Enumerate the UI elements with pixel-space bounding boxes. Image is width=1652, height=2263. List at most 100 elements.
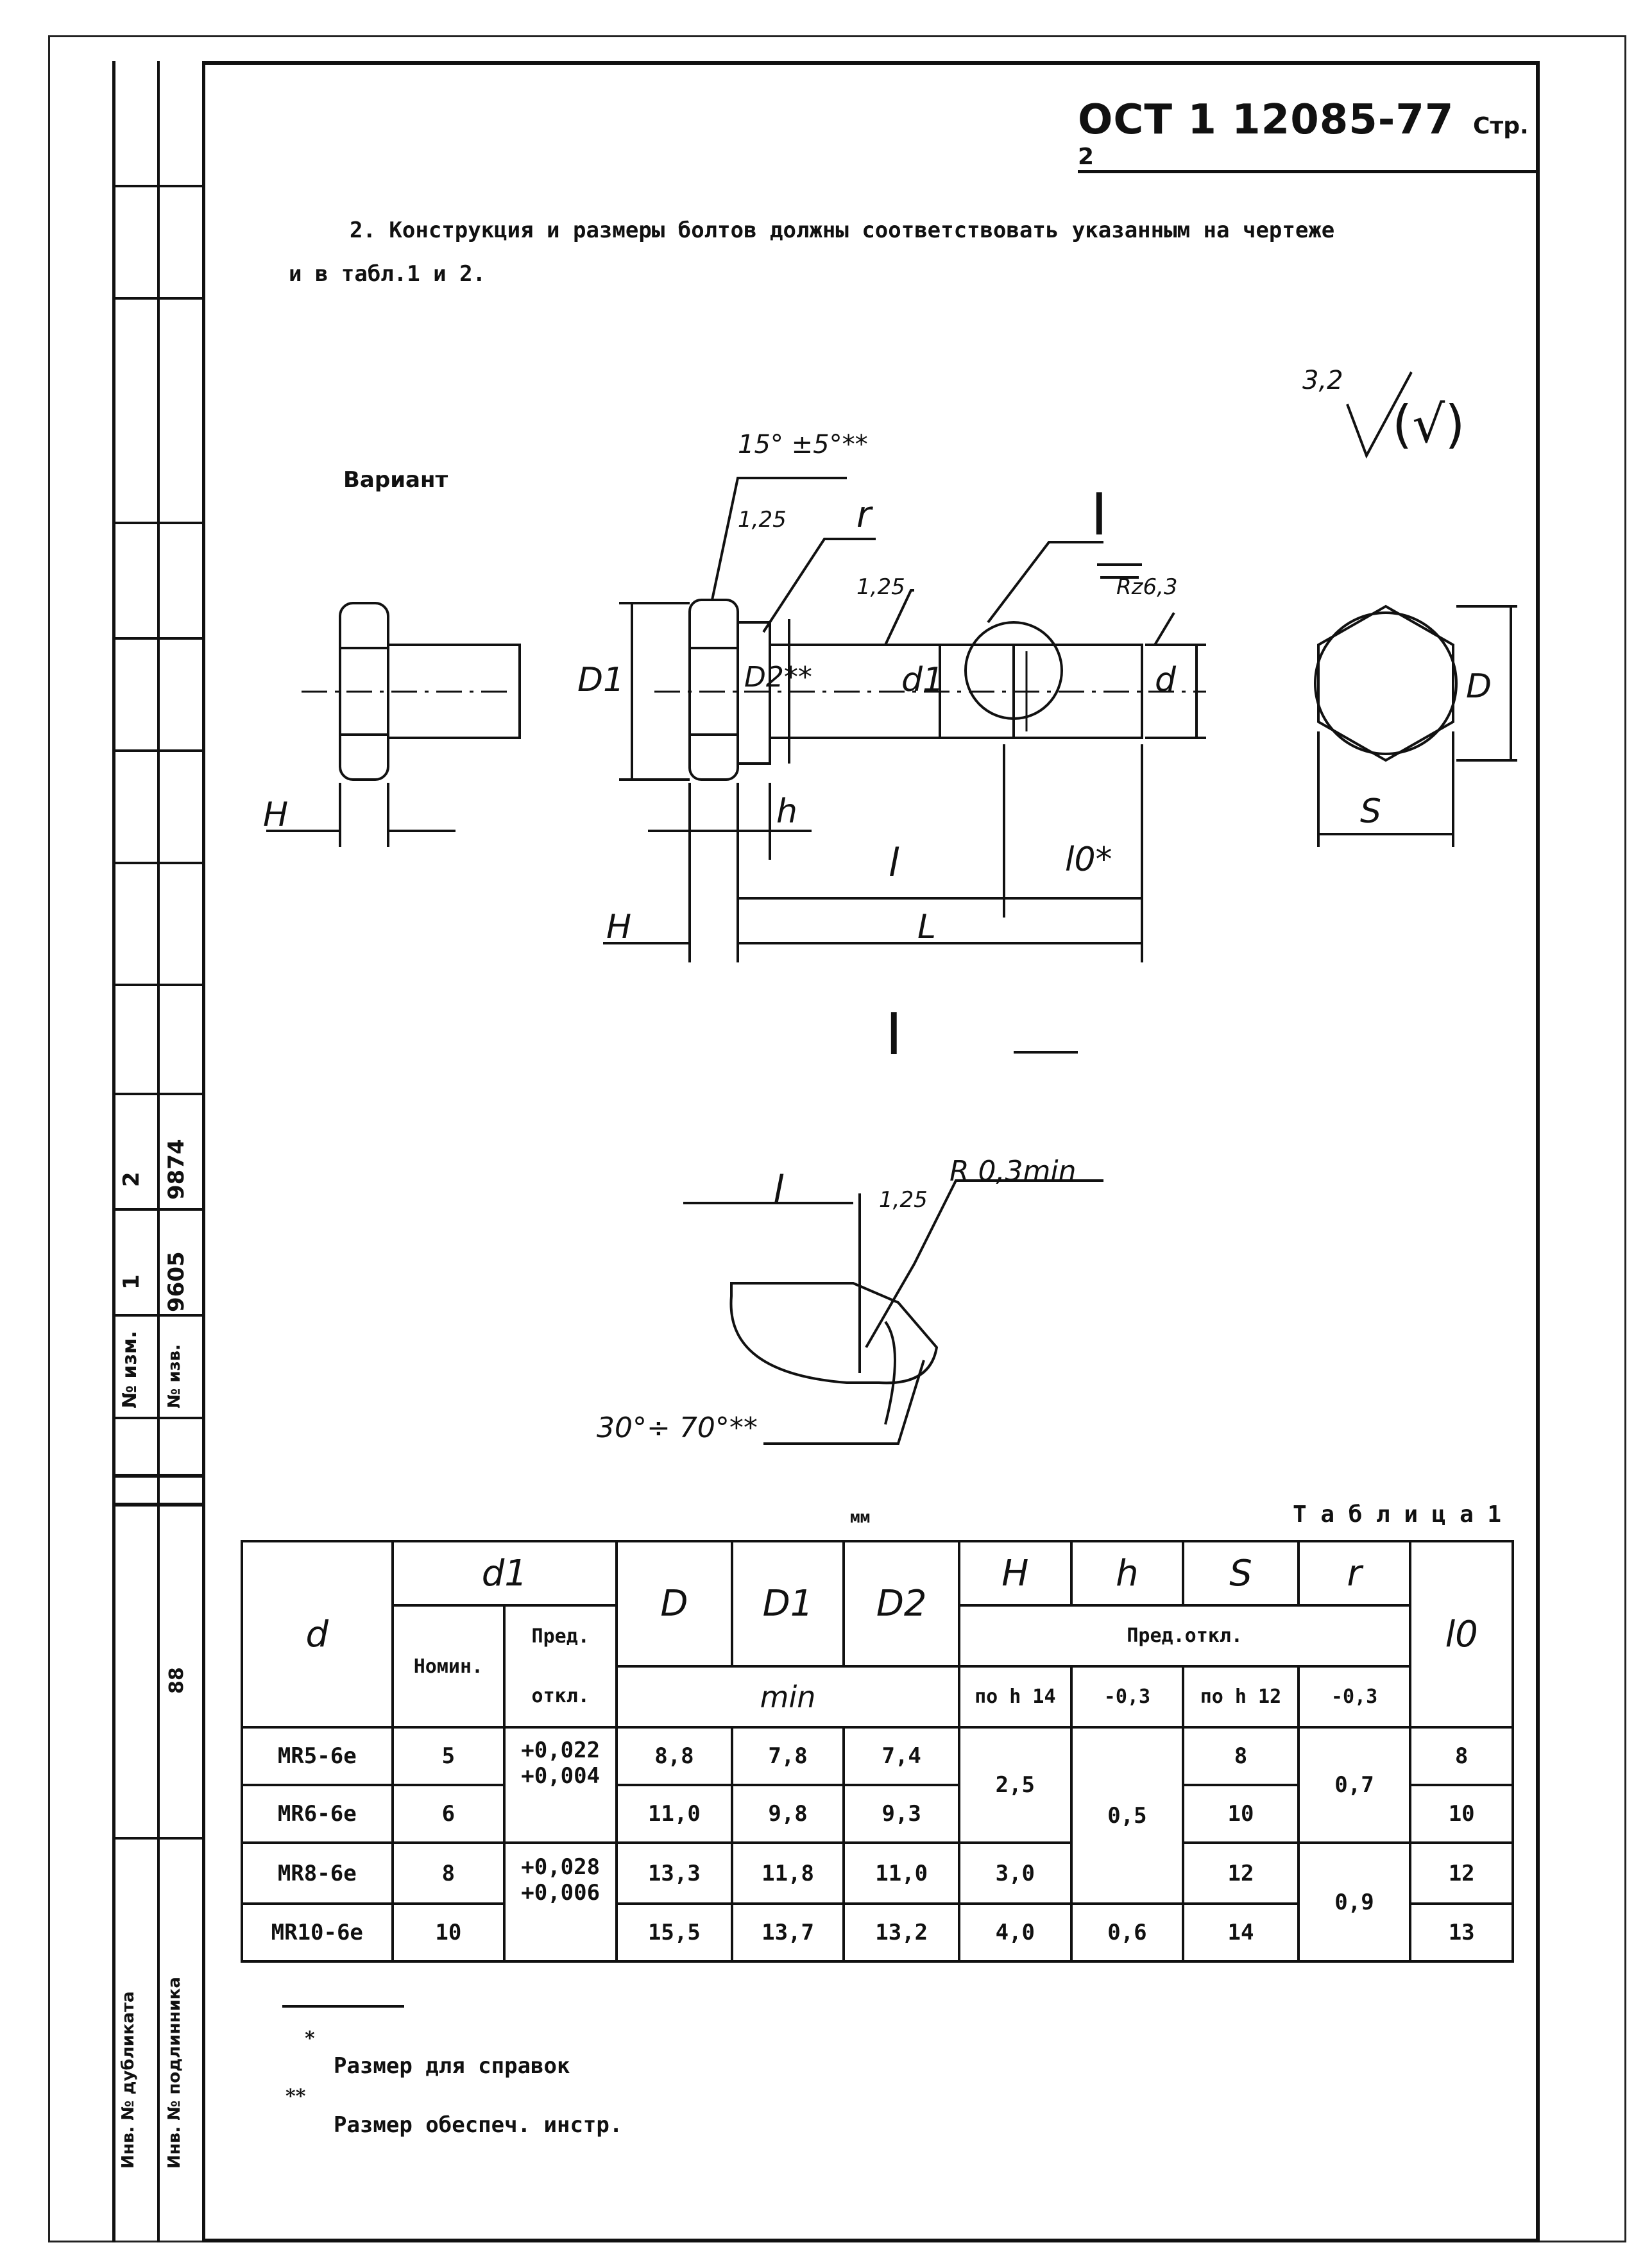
H-label-variant: H	[263, 796, 289, 834]
cell-D2: 9,3	[842, 1784, 961, 1844]
detail-chamfer-label: 1,25	[879, 1187, 928, 1213]
th-pred: Пред.	[503, 1605, 618, 1666]
table-units: мм	[850, 1508, 871, 1527]
th-tol-S: по h 12	[1182, 1665, 1300, 1729]
th-S: S	[1182, 1540, 1300, 1607]
footnote-star-2: **	[285, 2085, 306, 2108]
S-label: S	[1360, 792, 1382, 831]
roughness-symbol	[1346, 371, 1413, 459]
th-d1: d1	[391, 1540, 618, 1607]
cell-r-a: 0,7	[1297, 1726, 1412, 1844]
H-label-main: H	[606, 908, 632, 946]
main-bolt	[603, 477, 1206, 962]
intro-line-2: и в табл.1 и 2.	[289, 261, 486, 287]
thread-chamfer-label: 1,25	[856, 574, 905, 600]
cell-l0: 13	[1409, 1902, 1514, 1963]
cell-d: MR5-6e	[241, 1726, 394, 1786]
standard-code: ОСТ 1 12085-77	[1078, 96, 1454, 144]
footnote-rule	[282, 2005, 404, 2008]
cell-D1: 11,8	[730, 1841, 846, 1905]
cell-pred-b: +0,028 +0,006	[503, 1841, 618, 1963]
cell-d: MR6-6e	[241, 1784, 394, 1844]
angle-head-label: 15° ±5°**	[738, 430, 868, 459]
r-label: r	[856, 494, 872, 536]
variant-head	[266, 602, 521, 847]
th-D: D	[615, 1540, 733, 1668]
detail-angle-label: 30°÷ 70°**	[597, 1412, 758, 1444]
cell-H-a: 2,5	[958, 1726, 1073, 1844]
intro-line-1: 2. Конструкция и размеры болтов должны с…	[350, 218, 1335, 243]
cell-d: MR10-6e	[241, 1902, 394, 1963]
document-header: ОСТ 1 12085-77 Стр. 2	[1078, 96, 1540, 173]
th-r: r	[1297, 1540, 1412, 1607]
D-label: D	[1466, 667, 1492, 706]
table-row: MR6-6e 6 11,0 9,8 9,3 10 10	[241, 1784, 1514, 1844]
strip-notice-label: № изв.	[165, 1344, 184, 1408]
D2-label: D2**	[744, 661, 812, 694]
strip-notice2: 9874	[164, 1139, 189, 1200]
cell-S: 8	[1182, 1726, 1300, 1786]
th-tol-r: -0,3	[1297, 1665, 1412, 1729]
cell-D2: 7,4	[842, 1726, 961, 1786]
th-min: min	[615, 1665, 961, 1729]
strip-orig-label: Инв. № подлинника	[165, 1977, 184, 2169]
cell-D1: 7,8	[730, 1726, 846, 1786]
table-header-row-2: Номин. Пред. Пред.откл.	[242, 1604, 1513, 1729]
th-D1: D1	[730, 1540, 846, 1668]
hex-end-view	[1314, 604, 1517, 847]
d1-label: d1	[901, 661, 944, 699]
th-tol-h: -0,3	[1069, 1665, 1185, 1729]
cell-D2: 11,0	[842, 1841, 961, 1905]
detail-l-label: l	[773, 1168, 784, 1213]
cell-l0: 10	[1409, 1784, 1514, 1844]
L-label: L	[917, 908, 936, 946]
detail-radius-label: R 0,3min	[949, 1155, 1077, 1188]
strip-col1: 1	[119, 1274, 144, 1290]
cell-d1: 10	[391, 1902, 506, 1963]
drawing-frame	[205, 61, 1540, 2242]
table-row: MR8-6e 8 +0,028 +0,006 13,3 11,8 11,0 3,…	[241, 1841, 1514, 1963]
cell-d1: 8	[391, 1841, 506, 1905]
cell-S: 12	[1182, 1841, 1300, 1905]
bolt-dimension-table: d d1 D D1 D2 H h S r l0 Номин. Пред. Пре…	[241, 1540, 1514, 1963]
left-strip	[112, 61, 205, 2242]
table-caption: Т а б л и ц а 1	[1293, 1501, 1502, 1528]
D1-label: D1	[577, 661, 625, 699]
th-D2: D2	[842, 1540, 961, 1668]
rz-label: Rz6,3	[1116, 574, 1178, 600]
strip-grid	[112, 61, 205, 2242]
footnote-text-2: Размер обеспеч. инстр.	[334, 2112, 623, 2138]
th-H: H	[958, 1540, 1073, 1607]
roughness-value: 3,2	[1302, 366, 1343, 395]
page-number: Стр. 2	[1078, 113, 1529, 170]
strip-change-label: № изм.	[119, 1331, 141, 1408]
strip-notice1: 9605	[164, 1251, 189, 1312]
cell-D: 13,3	[615, 1841, 733, 1905]
cell-D1: 9,8	[730, 1784, 846, 1844]
cell-d: MR8-6e	[241, 1841, 394, 1905]
head-chamfer-label: 1,25	[738, 507, 787, 533]
th-otkl: откл.	[503, 1666, 618, 1727]
cell-S: 14	[1182, 1902, 1300, 1963]
th-pred-otkl: Пред.откл.	[958, 1604, 1412, 1668]
th-d: d	[241, 1540, 394, 1729]
detail-view	[683, 1051, 1103, 1445]
cell-D: 15,5	[615, 1902, 733, 1963]
cell-l0: 8	[1409, 1726, 1514, 1786]
th-nominal: Номин.	[391, 1604, 506, 1729]
cell-D: 11,0	[615, 1784, 733, 1844]
cell-S: 10	[1182, 1784, 1300, 1844]
th-tol-H: по h 14	[958, 1665, 1073, 1729]
intro-paragraph: 2. Конструкция и размеры болтов должны с…	[289, 209, 1508, 296]
th-l0: l0	[1409, 1540, 1514, 1729]
cell-D1: 13,7	[730, 1902, 846, 1963]
table-header-row-3: откл. min по h 14 -0,3 по h 12 -0,3	[242, 1665, 1513, 1729]
cell-l0: 12	[1409, 1841, 1514, 1905]
table-header-row-1: d d1 D D1 D2 H h S r l0	[241, 1540, 1514, 1729]
table-row: MR10-6e 10 15,5 13,7 13,2 4,0 0,6 14 13	[241, 1902, 1514, 1963]
detail-mark: I	[1091, 481, 1108, 549]
l-label: l	[889, 841, 899, 885]
cell-h-b: 0,6	[1069, 1902, 1185, 1963]
h-label: h	[776, 792, 797, 831]
cell-D2: 13,2	[842, 1902, 961, 1963]
